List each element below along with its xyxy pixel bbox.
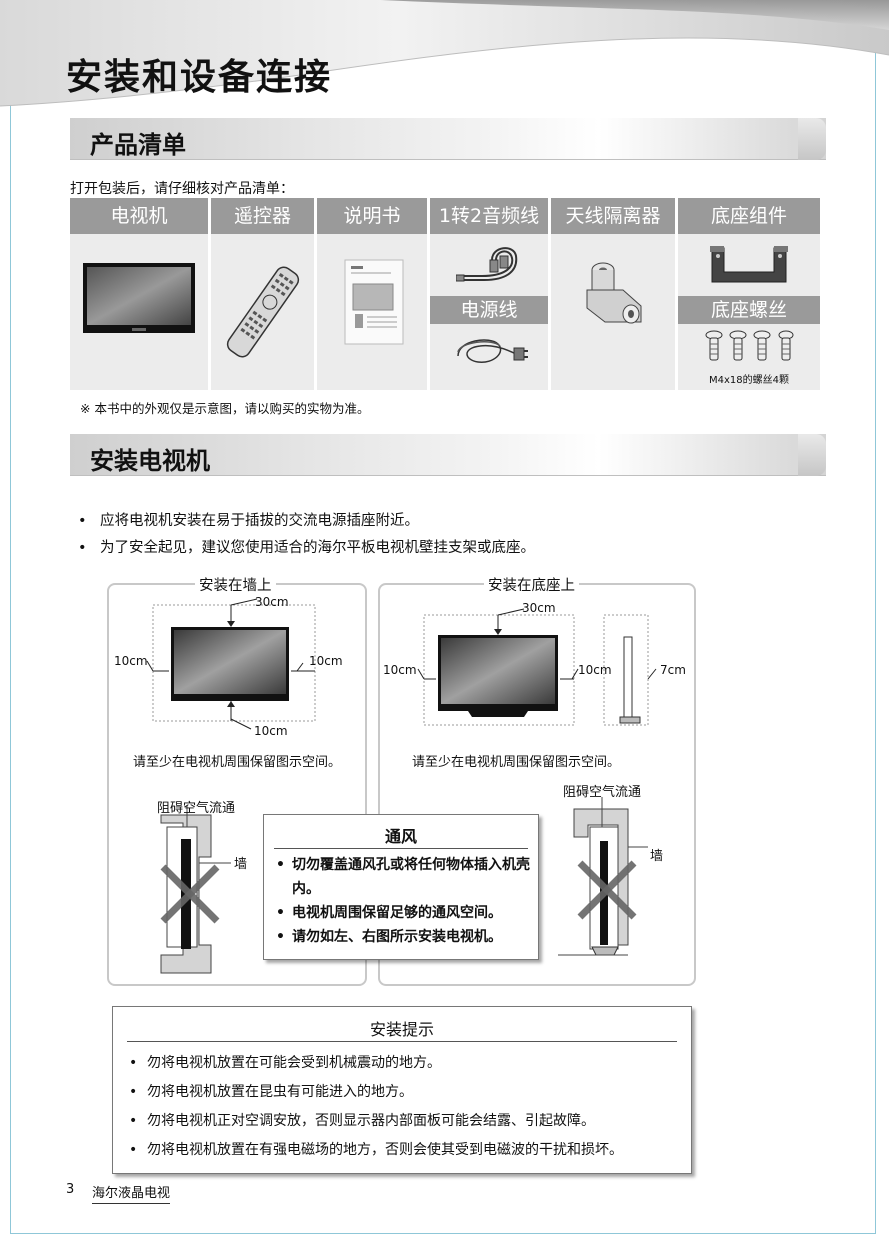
stand-mount-diagram bbox=[417, 608, 657, 956]
stand-top-gap: 30cm bbox=[522, 601, 556, 615]
product-antenna-isolator: 天线隔离器 bbox=[551, 198, 675, 390]
stand-right-gap: 10cm bbox=[578, 663, 612, 677]
product-table: 电视机 遥控器 bbox=[70, 198, 820, 390]
product-remote: 遥控器 bbox=[211, 198, 314, 390]
product-stand-screws-label: 底座螺丝 bbox=[678, 296, 820, 324]
ventilation-box: 通风 切勿覆盖通风孔或将任何物体插入机壳内。 电视机周围保留足够的通风空间。 请… bbox=[263, 814, 539, 960]
ventilation-list: 切勿覆盖通风孔或将任何物体插入机壳内。 电视机周围保留足够的通风空间。 请勿如左… bbox=[276, 853, 534, 949]
ventilation-item: 请勿如左、右图所示安装电视机。 bbox=[276, 925, 534, 949]
audio-cable-image bbox=[456, 247, 518, 282]
manual-image bbox=[344, 259, 404, 345]
installation-tips-list: 勿将电视机放置在可能会受到机械震动的地方。 勿将电视机放置在昆虫有可能进入的地方… bbox=[129, 1049, 689, 1165]
section-title-install-tv: 安装电视机 bbox=[90, 447, 210, 475]
page-number: 3 bbox=[66, 1182, 75, 1197]
appearance-note: ※ 本书中的外观仅是示意图，请以购买的实物为准。 bbox=[80, 401, 370, 416]
section-bar-product-list: 产品清单 bbox=[70, 118, 826, 160]
wall-mount-caption: 请至少在电视机周围保留图示空间。 bbox=[133, 755, 342, 770]
wall-mount-label: 安装在墙上 bbox=[195, 574, 276, 595]
product-antenna-isolator-label: 天线隔离器 bbox=[551, 198, 675, 234]
product-power-cord-label: 电源线 bbox=[430, 296, 548, 324]
install-bullets: 应将电视机安装在易于插拔的交流电源插座附近。 为了安全起见，建议您使用适合的海尔… bbox=[78, 508, 535, 562]
product-stand-label: 底座组件 bbox=[678, 198, 820, 234]
stand-image bbox=[710, 246, 788, 283]
ventilation-item: 切勿覆盖通风孔或将任何物体插入机壳内。 bbox=[276, 853, 534, 901]
stand-mount-caption: 请至少在电视机周围保留图示空间。 bbox=[412, 755, 621, 770]
wall-bottom-gap: 10cm bbox=[254, 724, 288, 738]
product-cables: 1转2音频线 电源线 bbox=[430, 198, 548, 390]
footer-brand: 海尔液晶电视 bbox=[92, 1182, 171, 1204]
screws-image bbox=[705, 330, 794, 361]
product-manual-label: 说明书 bbox=[317, 198, 427, 234]
product-stand: 底座组件 底座螺丝 M4x18的螺丝4颗 bbox=[678, 198, 820, 390]
remote-image bbox=[226, 266, 300, 358]
install-bullet: 应将电视机安装在易于插拔的交流电源插座附近。 bbox=[78, 508, 535, 535]
stand-wall-label: 墙 bbox=[650, 849, 664, 864]
tips-item: 勿将电视机放置在昆虫有可能进入的地方。 bbox=[129, 1078, 689, 1107]
installation-tips-box: 安装提示 勿将电视机放置在可能会受到机械震动的地方。 勿将电视机放置在昆虫有可能… bbox=[112, 1006, 692, 1174]
wall-left-gap: 10cm bbox=[114, 654, 148, 668]
header-band: 安装和设备连接 bbox=[0, 0, 889, 110]
product-tv-label: 电视机 bbox=[70, 198, 208, 234]
antenna-isolator-image bbox=[586, 262, 642, 324]
product-audio-cable-label: 1转2音频线 bbox=[430, 198, 548, 234]
product-remote-label: 遥控器 bbox=[211, 198, 314, 234]
stand-blocked-label: 阻碍空气流通 bbox=[563, 785, 642, 800]
section-bar-install-tv: 安装电视机 bbox=[70, 434, 826, 476]
installation-tips-title: 安装提示 bbox=[369, 1020, 434, 1039]
stand-left-gap: 10cm bbox=[383, 663, 417, 677]
power-cord-image bbox=[457, 339, 528, 363]
screw-note: M4x18的螺丝4颗 bbox=[709, 375, 789, 386]
product-tv: 电视机 bbox=[70, 198, 208, 390]
wall-top-gap: 30cm bbox=[255, 595, 289, 609]
wall-right-gap: 10cm bbox=[309, 654, 343, 668]
stand-side-gap: 7cm bbox=[660, 663, 686, 677]
ventilation-item: 电视机周围保留足够的通风空间。 bbox=[276, 901, 534, 925]
wall-mount-diagram bbox=[146, 598, 316, 974]
tips-item: 勿将电视机放置在可能会受到机械震动的地方。 bbox=[129, 1049, 689, 1078]
ventilation-title: 通风 bbox=[384, 827, 417, 846]
section-title-product-list: 产品清单 bbox=[90, 131, 186, 159]
header-swoosh bbox=[0, 0, 889, 107]
page-title: 安装和设备连接 bbox=[66, 57, 333, 98]
tips-item: 勿将电视机放置在有强电磁场的地方，否则会使其受到电磁波的干扰和损坏。 bbox=[129, 1136, 689, 1165]
tips-item: 勿将电视机正对空调安放，否则显示器内部面板可能会结露、引起故障。 bbox=[129, 1107, 689, 1136]
tv-image bbox=[83, 263, 195, 333]
wall-label: 墙 bbox=[234, 857, 248, 872]
intro-text: 打开包装后，请仔细核对产品清单： bbox=[70, 181, 294, 197]
wall-blocked-label: 阻碍空气流通 bbox=[157, 801, 236, 816]
product-manual: 说明书 bbox=[317, 198, 427, 390]
install-bullet: 为了安全起见，建议您使用适合的海尔平板电视机壁挂支架或底座。 bbox=[78, 535, 535, 562]
stand-mount-label: 安装在底座上 bbox=[484, 574, 579, 595]
